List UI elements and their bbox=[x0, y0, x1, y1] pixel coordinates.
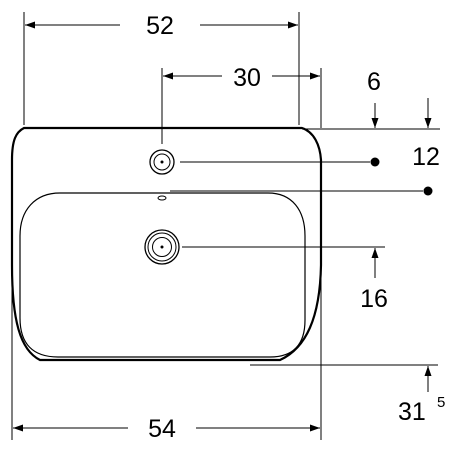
dim-drain-depth bbox=[182, 246, 385, 278]
tap-hole-icon bbox=[149, 149, 175, 175]
basin-inner-bowl bbox=[19, 192, 306, 358]
dim-back-depth bbox=[302, 98, 440, 130]
dim-tap-hole-depth bbox=[170, 157, 433, 196]
dim-height-fraction-label: 5 bbox=[437, 394, 445, 411]
dim-height bbox=[250, 364, 438, 392]
dim-top-width-label: 52 bbox=[146, 12, 174, 40]
dim-back-depth-label: 6 bbox=[367, 68, 381, 96]
dim-tap-offset bbox=[161, 68, 322, 144]
dim-bottom-width bbox=[11, 265, 322, 440]
basin-outer-outline bbox=[10, 126, 323, 362]
dim-tap-hole-depth-label: 12 bbox=[412, 143, 440, 171]
dim-top-width bbox=[23, 12, 300, 125]
overflow-icon bbox=[157, 195, 167, 201]
drain-icon bbox=[144, 229, 180, 265]
dim-bottom-width-label: 54 bbox=[148, 415, 176, 443]
dim-drain-depth-label: 16 bbox=[360, 285, 388, 313]
dim-tap-offset-label: 30 bbox=[233, 64, 261, 92]
dim-height-label: 31 bbox=[398, 398, 426, 426]
